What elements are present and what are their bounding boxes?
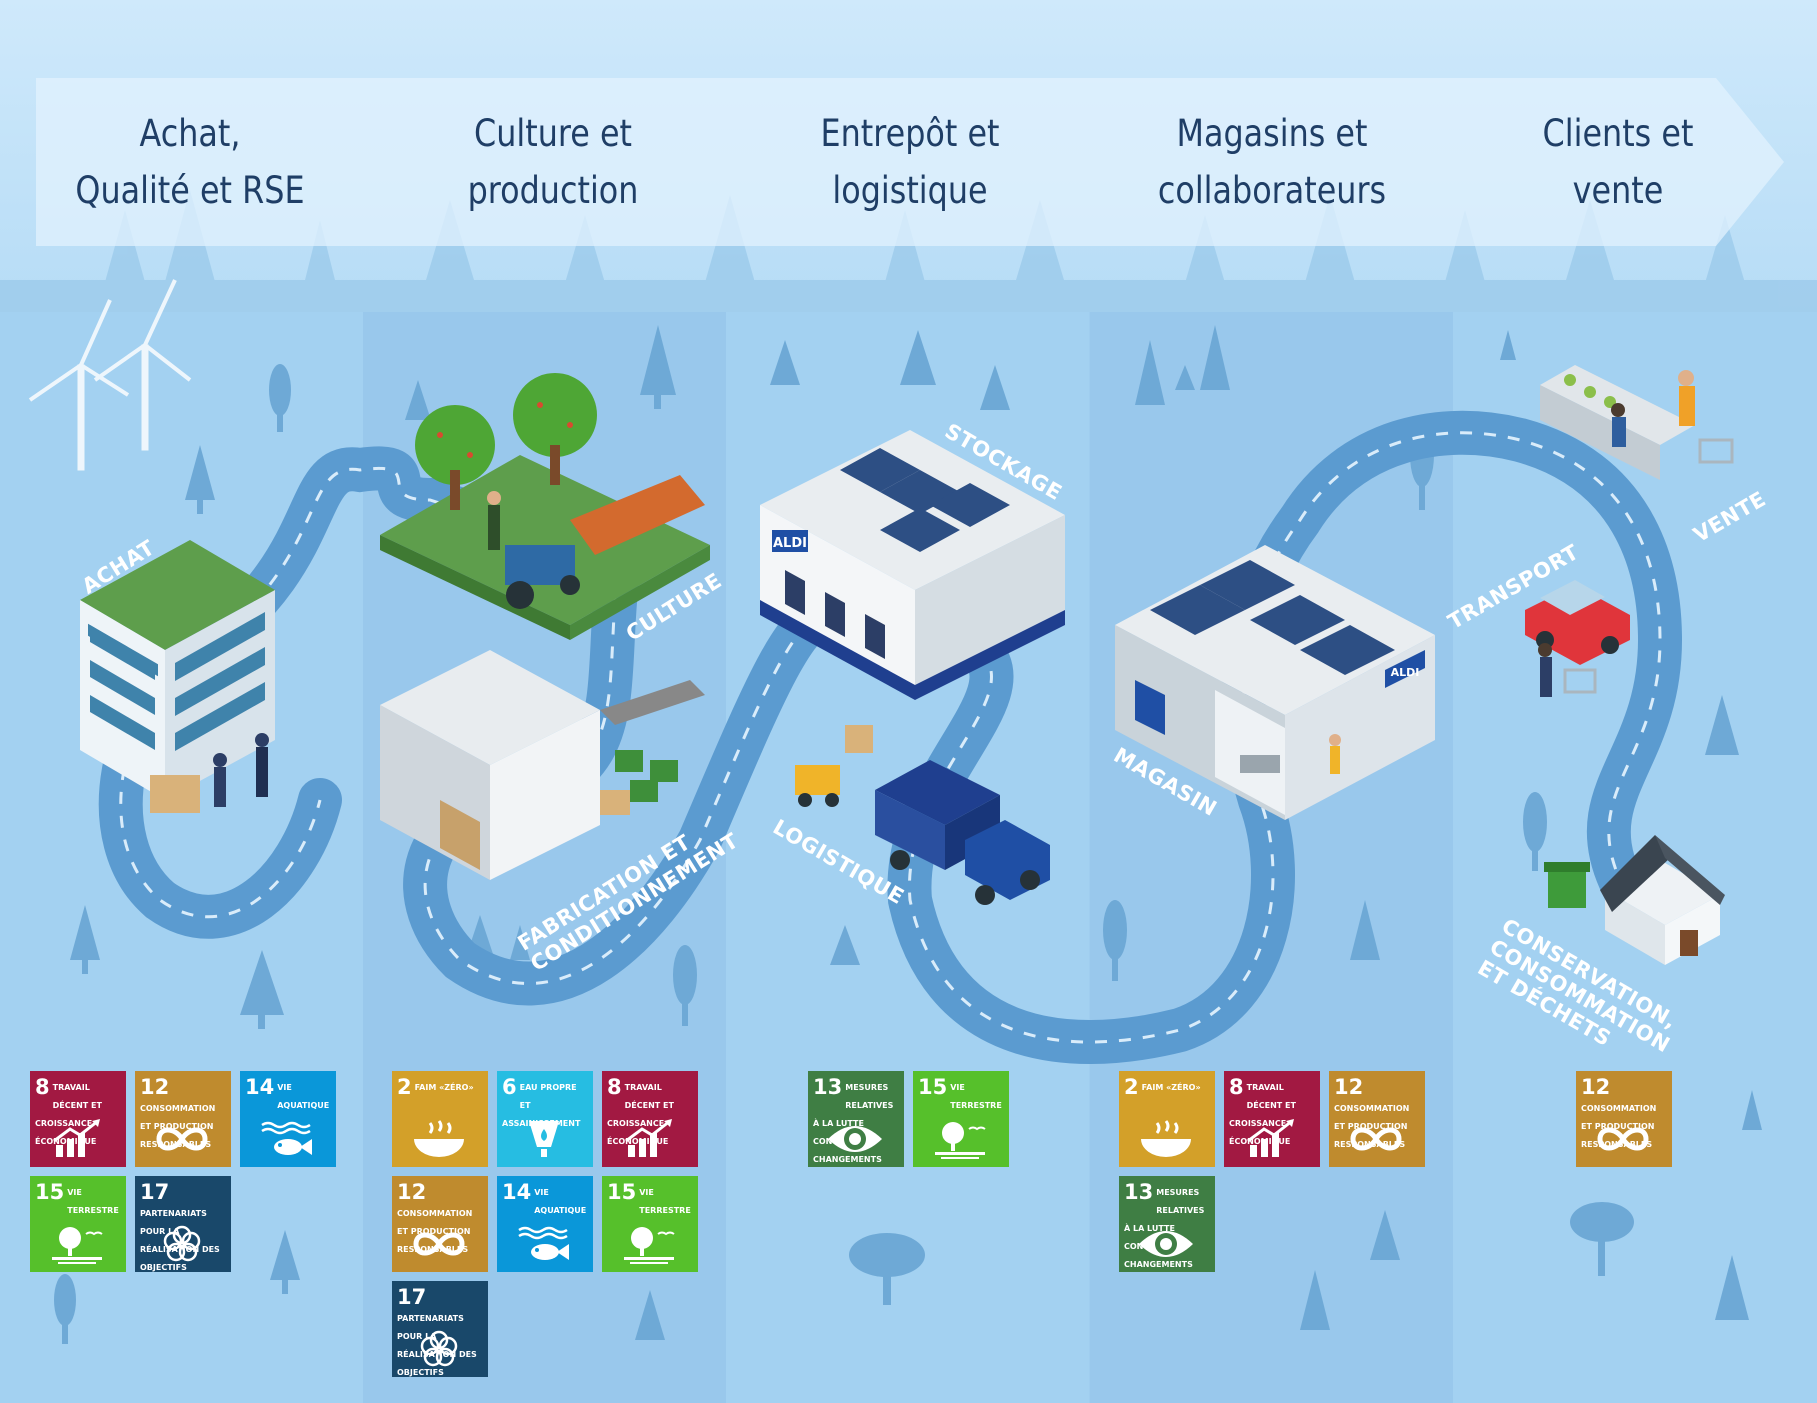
sdg-number: 2: [397, 1075, 412, 1099]
sdg-number: 6: [502, 1075, 517, 1099]
sdg-label: VIE AQUATIQUE: [277, 1083, 330, 1110]
sdg-number: 13: [1124, 1180, 1154, 1204]
stage-title-magasins: Magasins et collaborateurs: [1157, 112, 1387, 212]
checkout-counter: [1540, 365, 1734, 480]
stage-title-culture: Culture et production: [467, 112, 639, 212]
header-arrow: [36, 78, 1716, 246]
store-logo: ALDI: [1391, 666, 1420, 679]
sdg-label: VIE TERRESTRE: [639, 1188, 691, 1215]
sdg-number: 17: [140, 1180, 170, 1204]
sdg-number: 15: [607, 1180, 637, 1204]
decorative-trees: [54, 325, 1762, 1344]
sdg-number: 14: [245, 1075, 275, 1099]
sdg-number: 8: [607, 1075, 622, 1099]
sdg-number: 13: [813, 1075, 843, 1099]
car-and-customer: [1525, 580, 1630, 697]
sdg-number: 14: [502, 1180, 532, 1204]
sdg-number: 17: [397, 1285, 427, 1309]
sdg-number: 8: [1229, 1075, 1244, 1099]
farm-field: [380, 373, 710, 640]
stage-title-clients: Clients et vente: [1542, 112, 1694, 212]
sdg-label: VIE AQUATIQUE: [534, 1188, 587, 1215]
factory: [380, 650, 705, 880]
sdg-number: 12: [1334, 1075, 1364, 1099]
sdg-number: 2: [1124, 1075, 1139, 1099]
sdg-number: 12: [140, 1075, 170, 1099]
sdg-number: 12: [1581, 1075, 1611, 1099]
sdg-number: 15: [918, 1075, 948, 1099]
wind-turbines: [28, 279, 192, 471]
header-arrow-tip: [1716, 78, 1784, 246]
warehouse: ALDI: [760, 430, 1065, 700]
sdg-label: TRAVAIL DÉCENT ET CROISSANCE ÉCONOMIQUE: [35, 1083, 102, 1146]
sdg-label: VIE TERRESTRE: [67, 1188, 119, 1215]
sdg-number: 12: [397, 1180, 427, 1204]
sdg-label: VIE TERRESTRE: [950, 1083, 1002, 1110]
sdg-label: FAIM «ZÉRO»: [414, 1083, 474, 1092]
sdg-label: TRAVAIL DÉCENT ET CROISSANCE ÉCONOMIQUE: [607, 1083, 674, 1146]
house-and-bin: [1544, 835, 1725, 965]
store: ALDI: [1115, 545, 1435, 820]
sdg-label: TRAVAIL DÉCENT ET CROISSANCE ÉCONOMIQUE: [1229, 1083, 1296, 1146]
sdg-number: 8: [35, 1075, 50, 1099]
office-building: [80, 540, 275, 813]
truck-and-forklift: [795, 725, 1050, 905]
stage-title-achat: Achat, Qualité et RSE: [75, 112, 305, 212]
skyline-trees: [0, 190, 1817, 312]
sdg-label: FAIM «ZÉRO»: [1141, 1083, 1201, 1092]
sdg-number: 15: [35, 1180, 65, 1204]
warehouse-logo: ALDI: [773, 536, 807, 551]
stage-title-entrepot: Entrepôt et logistique: [820, 112, 1000, 212]
